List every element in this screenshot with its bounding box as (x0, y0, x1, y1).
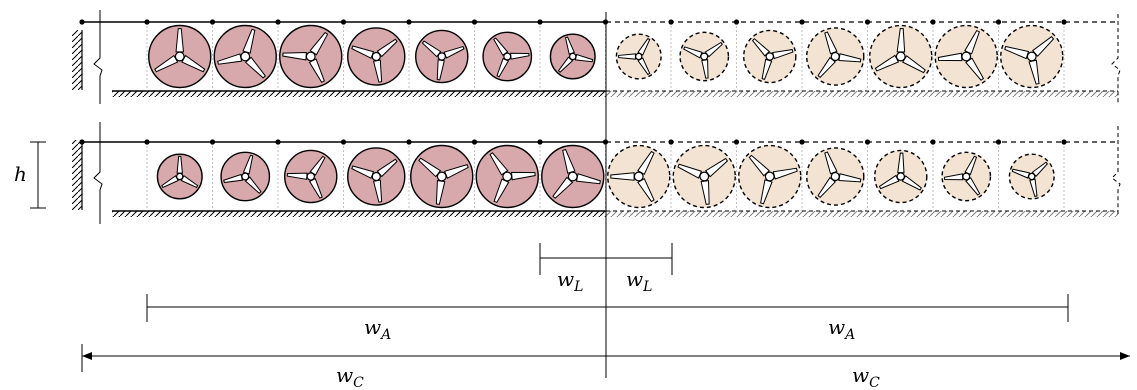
node-dot (799, 19, 805, 25)
wA-label-left: wA (364, 315, 391, 343)
upper-array (79, 19, 1118, 97)
real-rotor (284, 149, 338, 204)
break-mark-lower-right (1111, 126, 1121, 214)
mirror-rotor (738, 144, 802, 209)
mirror-rotor (615, 33, 662, 80)
node-dot (733, 19, 740, 25)
wC-label-right: wC (852, 363, 880, 390)
mirror-rotor (934, 24, 998, 89)
node-dot (799, 139, 805, 145)
node-dot (668, 139, 674, 145)
node-dot (406, 19, 412, 25)
mirror-rotor (672, 144, 736, 209)
node-dot (275, 19, 281, 25)
node-dot (930, 19, 936, 25)
mirror-rotor (869, 24, 933, 89)
break-mark-upper-left (93, 10, 103, 104)
mirror-rotor (806, 27, 865, 86)
seabed-real (112, 91, 606, 97)
height-dimension: h (14, 141, 46, 209)
node-dot (79, 139, 85, 145)
mirror-rotor (941, 151, 992, 202)
node-dot (209, 19, 216, 25)
node-dot (537, 139, 543, 145)
wL-dimension-right: wL (606, 243, 673, 295)
wA-dimension: wA wA (146, 294, 1069, 343)
real-rotor (279, 24, 343, 89)
real-rotor (347, 27, 406, 86)
wL-dimension-left: wL (539, 243, 606, 295)
rotor-rows (79, 19, 1118, 217)
node-dot (733, 139, 740, 145)
node-dot (864, 19, 871, 25)
node-dot (406, 139, 412, 145)
mirror-rotor (679, 31, 730, 82)
node-dot (864, 139, 871, 145)
wL-label-left: wL (557, 267, 583, 295)
left-wall-upper (72, 30, 83, 90)
wC-dimension: wC wC (81, 344, 1130, 390)
real-rotor (475, 144, 539, 209)
node-dot (79, 19, 85, 25)
node-dot (1061, 19, 1067, 25)
real-rotor (347, 147, 406, 206)
mirror-rotor (1000, 24, 1064, 89)
real-rotor (415, 29, 469, 84)
wC-label-left: wC (336, 363, 364, 390)
mirror-rotor (1008, 153, 1055, 200)
real-rotor (482, 31, 533, 82)
mirror-rotor (874, 149, 928, 204)
wA-label-right: wA (828, 315, 855, 343)
mirror-rotor (806, 147, 865, 206)
real-rotor (549, 33, 596, 80)
node-dot (275, 139, 281, 145)
height-label: h (14, 162, 27, 186)
node-dot (537, 19, 543, 25)
node-dot (144, 19, 150, 25)
real-rotor (220, 151, 271, 202)
node-dot (471, 139, 478, 145)
node-dot (995, 139, 1002, 145)
break-mark-upper-right (1111, 14, 1121, 104)
real-rotor (213, 24, 277, 89)
mirror-rotor (607, 144, 671, 209)
node-dot (668, 19, 674, 25)
node-dot (995, 19, 1002, 25)
node-dot (471, 19, 478, 25)
real-rotor (148, 24, 212, 89)
seabed-real (112, 211, 606, 217)
real-rotor (541, 144, 605, 209)
real-rotor (410, 144, 474, 209)
node-dot (144, 139, 150, 145)
seabed-mirror (606, 211, 1118, 217)
break-mark-lower-left (93, 122, 103, 224)
node-dot (340, 19, 347, 25)
real-rotor (156, 153, 203, 200)
seabed-mirror (606, 91, 1118, 97)
node-dot (209, 139, 216, 145)
lower-array (79, 139, 1118, 217)
node-dot (930, 139, 936, 145)
mirror-rotor (743, 29, 797, 84)
left-wall-lower (72, 140, 83, 210)
wL-label-right: wL (626, 267, 652, 295)
node-dot (1061, 139, 1067, 145)
node-dot (340, 139, 347, 145)
